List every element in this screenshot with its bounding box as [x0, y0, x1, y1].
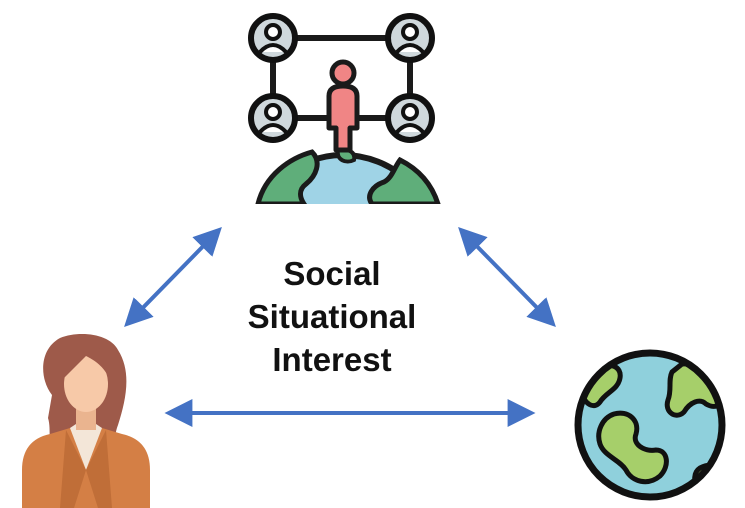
center-label: Social Situational Interest	[232, 252, 432, 381]
globe-icon	[574, 349, 726, 501]
avatar-top-left	[248, 13, 298, 63]
center-label-line-2: Situational	[247, 298, 417, 335]
arrow-top-right	[458, 226, 556, 328]
center-label-line-3: Interest	[272, 341, 392, 378]
person-woman-icon	[22, 334, 150, 508]
avatar-bottom-right	[385, 93, 435, 143]
center-label-line-1: Social	[283, 255, 381, 292]
center-person	[326, 59, 360, 153]
avatar-bottom-left	[248, 93, 298, 143]
arrows	[124, 226, 556, 427]
top-globe	[255, 147, 441, 204]
avatar-top-right	[385, 13, 435, 63]
social-network-globe-icon	[248, 13, 441, 204]
arrow-top-left	[124, 226, 222, 328]
network-lines	[270, 35, 413, 121]
